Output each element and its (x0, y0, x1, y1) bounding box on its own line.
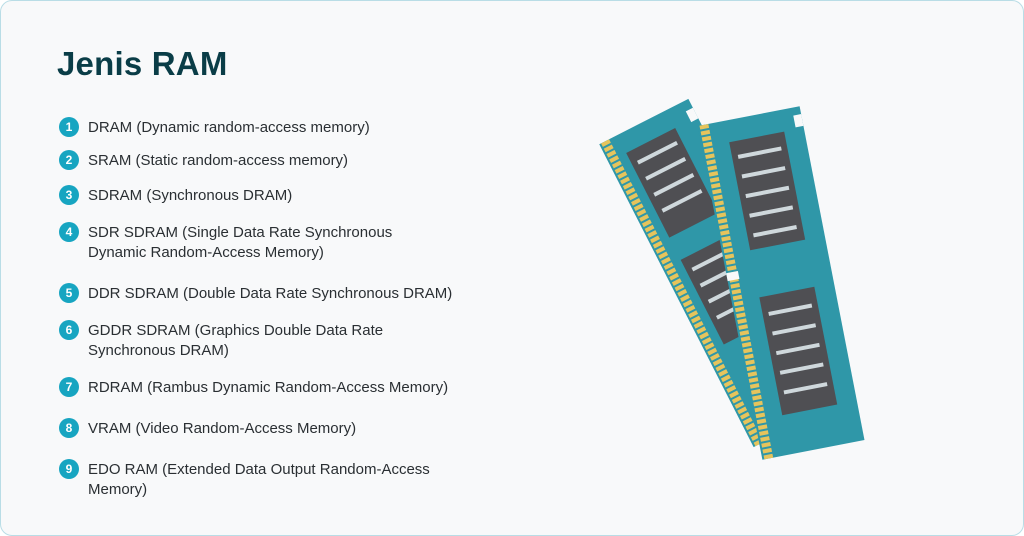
list-item: 1 DRAM (Dynamic random-access memory) (59, 117, 370, 138)
list-item: 4 SDR SDRAM (Single Data Rate Synchronou… (59, 222, 393, 263)
item-label: GDDR SDRAM (Graphics Double Data Rate Sy… (88, 322, 384, 359)
list-item: 2 SRAM (Static random-access memory) (59, 150, 349, 171)
number-badge: 9 (59, 459, 79, 479)
item-label: DDR SDRAM (Double Data Rate Synchronous … (88, 285, 453, 302)
item-label: VRAM (Video Random-Access Memory) (88, 420, 357, 437)
number-badge: 2 (59, 150, 79, 170)
item-label: RDRAM (Rambus Dynamic Random-Access Memo… (88, 379, 449, 396)
list-item: 9 EDO RAM (Extended Data Output Random-A… (59, 459, 430, 500)
item-label: DRAM (Dynamic random-access memory) (88, 119, 370, 136)
ram-modules-icon (599, 98, 865, 460)
number-badge: 6 (59, 320, 79, 340)
ram-module-front (697, 106, 865, 460)
number-badge: 1 (59, 117, 79, 137)
number-badge: 8 (59, 418, 79, 438)
number-badge: 7 (59, 377, 79, 397)
item-label: SDR SDRAM (Single Data Rate Synchronous … (88, 224, 393, 261)
list-item: 8 VRAM (Video Random-Access Memory) (59, 418, 357, 439)
list-item: 6 GDDR SDRAM (Graphics Double Data Rate … (59, 320, 384, 361)
number-badge: 4 (59, 222, 79, 242)
item-label: SRAM (Static random-access memory) (88, 152, 349, 169)
item-label: SDRAM (Synchronous DRAM) (88, 187, 293, 204)
list-item: 3 SDRAM (Synchronous DRAM) (59, 185, 293, 206)
number-badge: 3 (59, 185, 79, 205)
number-badge: 5 (59, 283, 79, 303)
list-item: 7 RDRAM (Rambus Dynamic Random-Access Me… (59, 377, 449, 398)
page-title: Jenis RAM (57, 45, 228, 82)
item-label: EDO RAM (Extended Data Output Random-Acc… (88, 461, 430, 498)
list-item: 5 DDR SDRAM (Double Data Rate Synchronou… (59, 283, 453, 304)
